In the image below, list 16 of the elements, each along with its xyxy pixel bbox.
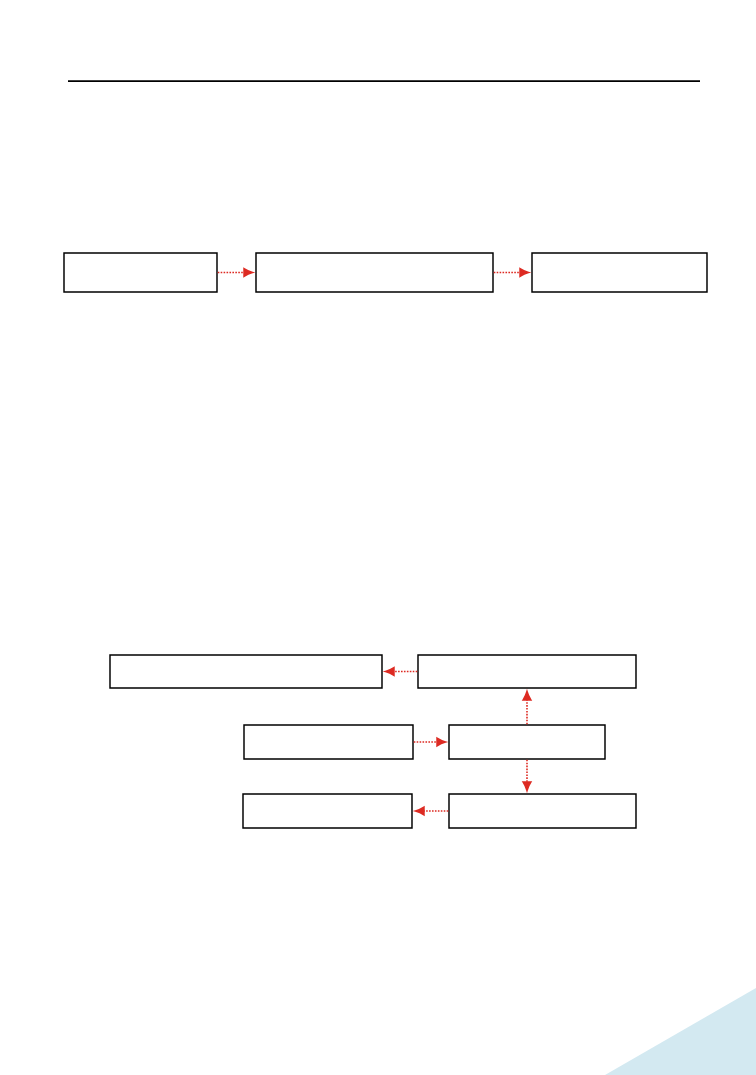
- arrow: [414, 806, 450, 816]
- arrow: [492, 267, 530, 278]
- arrow: [522, 690, 532, 726]
- empty-box: [448, 724, 606, 760]
- arrow: [522, 758, 532, 792]
- empty-box: [243, 724, 414, 760]
- empty-box: [417, 654, 637, 689]
- empty-box: [448, 793, 637, 829]
- empty-box: [63, 252, 218, 293]
- arrow: [412, 737, 447, 747]
- empty-box: [242, 793, 413, 829]
- empty-box: [255, 252, 494, 293]
- arrow: [384, 666, 419, 677]
- empty-box: [531, 252, 708, 293]
- empty-box: [109, 654, 383, 689]
- arrow: [216, 267, 254, 278]
